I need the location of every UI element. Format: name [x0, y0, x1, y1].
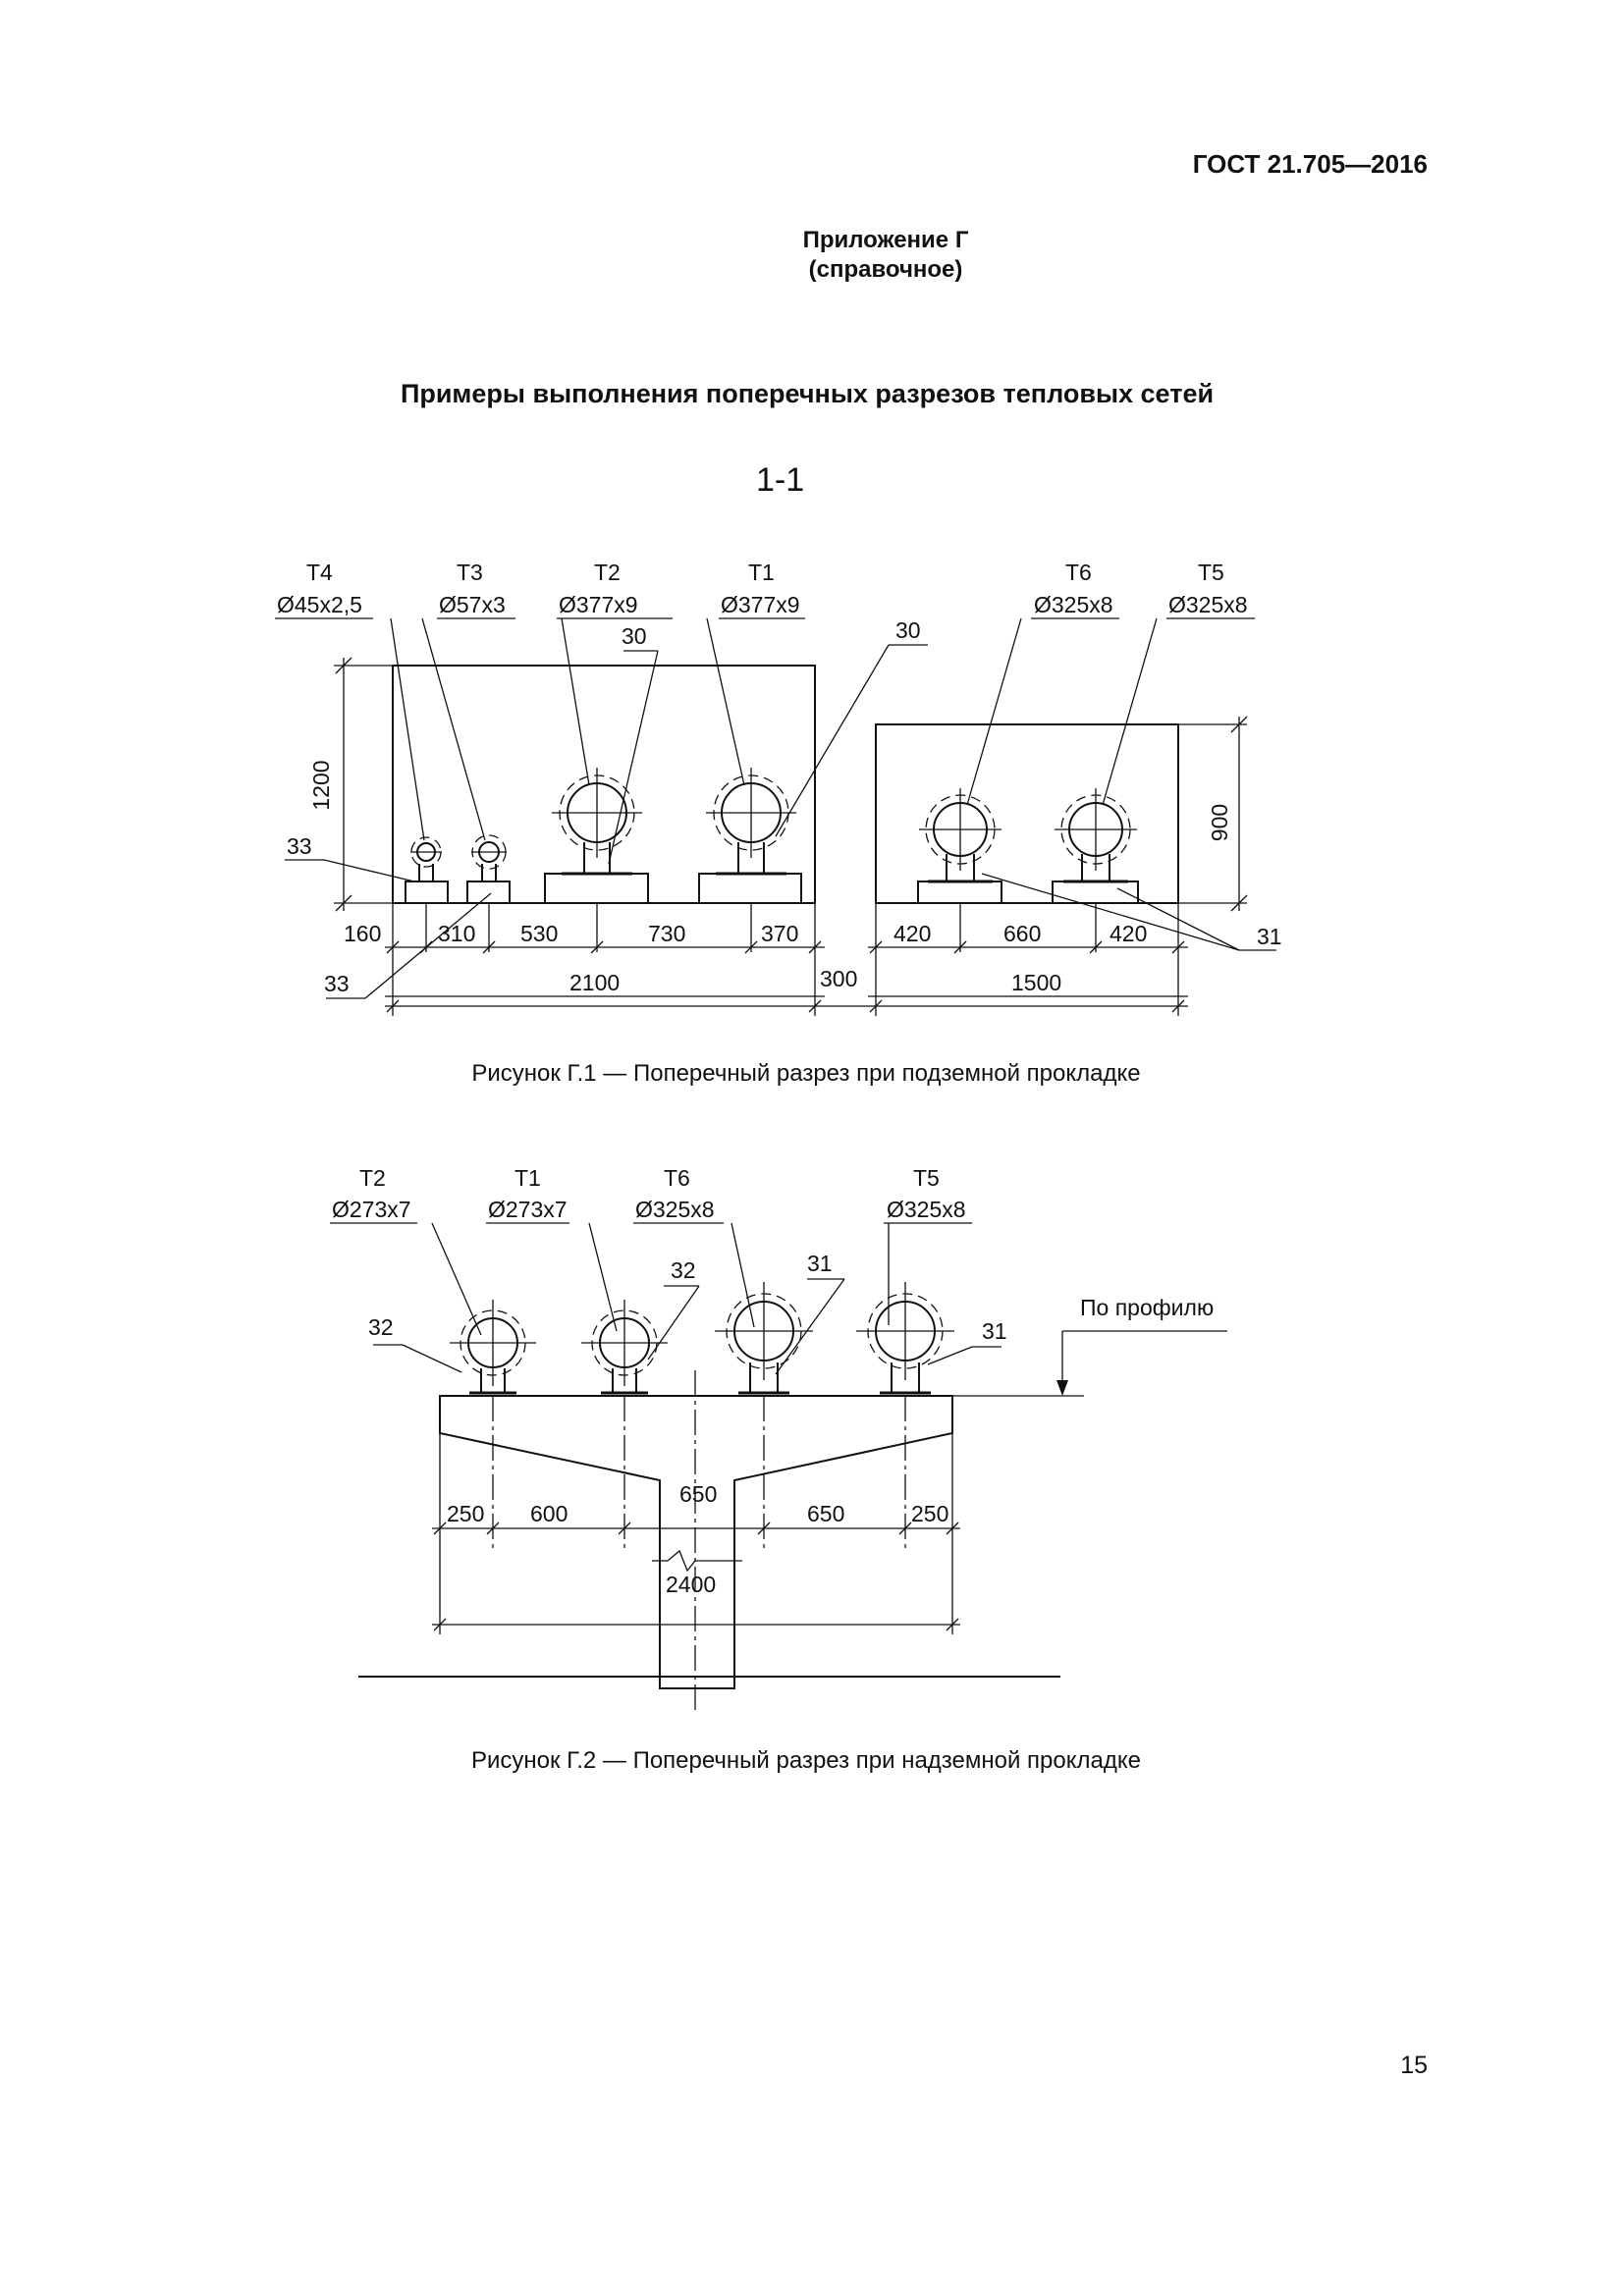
pipe-dia-t3: Ø57x3 — [439, 592, 506, 617]
crossbar — [439, 1395, 953, 1689]
dim2-600: 600 — [530, 1501, 568, 1526]
pipe2-label-t5: T5 — [913, 1165, 940, 1191]
dim-1500: 1500 — [1011, 970, 1061, 995]
appendix-heading: Приложение Г (справочное) — [0, 226, 1624, 285]
callout-30b: 30 — [895, 617, 921, 643]
dim-300: 300 — [820, 966, 857, 991]
appendix-subtitle: (справочное) — [808, 256, 963, 283]
figure1-pipes — [410, 774, 1131, 870]
page-title: Примеры выполнения поперечных разрезов т… — [400, 379, 1215, 408]
figure2-pipe-labels: T2 Ø273x7 T1 Ø273x7 T6 Ø325x8 T5 Ø325x8 — [332, 1165, 966, 1222]
pipe-label-t6: T6 — [1065, 560, 1092, 585]
figure1-drawing: T4 Ø45x2,5 T3 Ø57x3 T2 Ø377x9 T1 Ø377x9 … — [275, 560, 1282, 1016]
section-label: 1-1 — [756, 461, 805, 499]
callout-32a: 32 — [368, 1314, 394, 1340]
dim-2100: 2100 — [569, 970, 620, 995]
dim-310: 310 — [438, 921, 475, 946]
pipe-dia-t1: Ø377x9 — [721, 592, 800, 617]
figure2-drawing: T2 Ø273x7 T1 Ø273x7 T6 Ø325x8 T5 Ø325x8 … — [330, 1165, 1227, 1714]
dim2-250a: 250 — [447, 1501, 484, 1526]
pipe2-label-t1: T1 — [514, 1165, 541, 1191]
standard-number: ГОСТ 21.705—2016 — [1192, 149, 1428, 179]
dim2-650a: 650 — [679, 1481, 717, 1507]
callout-32b: 32 — [671, 1257, 696, 1283]
dim2-250b: 250 — [911, 1501, 948, 1526]
dim-730: 730 — [648, 921, 685, 946]
dim-420a: 420 — [893, 921, 931, 946]
callout-31a: 31 — [807, 1251, 833, 1276]
dim2-2400: 2400 — [666, 1572, 716, 1597]
pipe2-label-t6: T6 — [664, 1165, 690, 1191]
pipe-label-t3: T3 — [457, 560, 483, 585]
page-number: 15 — [1400, 2052, 1428, 2079]
pipe2-dia-t2: Ø273x7 — [332, 1197, 411, 1222]
pipe-dia-t4: Ø45x2,5 — [277, 592, 362, 617]
pipe2-label-t2: T2 — [359, 1165, 386, 1191]
channel-right — [875, 723, 1179, 904]
dim-530: 530 — [520, 921, 558, 946]
pipe-label-t4: T4 — [306, 560, 333, 585]
profile-note: По профилю — [1080, 1295, 1214, 1320]
pipe2-dia-t5: Ø325x8 — [887, 1197, 966, 1222]
pipe2-dia-t1: Ø273x7 — [488, 1197, 568, 1222]
figure2-caption: Рисунок Г.2 — Поперечный разрез при надз… — [470, 1747, 1141, 1774]
pipe-label-t2: T2 — [594, 560, 621, 585]
dim-1200: 1200 — [308, 760, 334, 810]
dim-370: 370 — [761, 921, 798, 946]
dim-420b: 420 — [1110, 921, 1147, 946]
callout-33b: 33 — [324, 971, 350, 996]
callout-33a: 33 — [287, 833, 312, 859]
appendix-title: Приложение Г — [802, 227, 969, 253]
pipe-dia-t2: Ø377x9 — [559, 592, 638, 617]
callout-30a: 30 — [622, 623, 647, 649]
dim-160: 160 — [344, 921, 381, 946]
callout-31b: 31 — [982, 1318, 1007, 1344]
pipe-label-t5: T5 — [1198, 560, 1224, 585]
figure2-pipes — [460, 1293, 944, 1376]
dim-660: 660 — [1003, 921, 1041, 946]
pipe-dia-t5: Ø325x8 — [1168, 592, 1248, 617]
dim2-650b: 650 — [807, 1501, 844, 1526]
figure1-pipe-labels: T4 Ø45x2,5 T3 Ø57x3 T2 Ø377x9 T1 Ø377x9 … — [277, 560, 1248, 617]
dim-900: 900 — [1207, 804, 1232, 841]
callout-31: 31 — [1257, 924, 1282, 949]
figure1-caption: Рисунок Г.1 — Поперечный разрез при подз… — [471, 1060, 1141, 1087]
pipe2-dia-t6: Ø325x8 — [635, 1197, 715, 1222]
pipe-label-t1: T1 — [748, 560, 775, 585]
pipe-dia-t6: Ø325x8 — [1034, 592, 1113, 617]
